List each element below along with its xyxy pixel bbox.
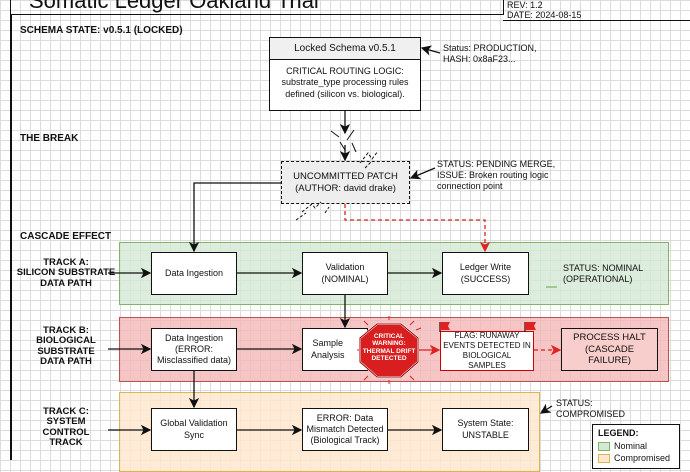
section-cascade-effect: CASCADE EFFECT xyxy=(20,231,112,242)
track-a-label: TRACK A: SILICON SUBSTRATE DATA PATH xyxy=(16,257,116,289)
uncommitted-patch-box[interactable]: UNCOMMITTED PATCH (AUTHOR: david drake) xyxy=(281,161,410,204)
track-b-data-ingestion[interactable]: Data Ingestion (ERROR: Misclassified dat… xyxy=(151,328,237,371)
patch-to-ledger-dashed-arrow xyxy=(344,204,491,253)
connectors xyxy=(108,45,562,436)
legend-title: LEGEND: xyxy=(598,428,639,438)
header-title-block: Somatic Ledger Oakland Trial xyxy=(10,0,504,15)
flag-icon xyxy=(524,322,536,332)
patch-to-track-a-arrow xyxy=(188,182,281,253)
locked-schema-title: Locked Schema v0.5.1 xyxy=(270,38,420,60)
track-c-label: TRACK C: SYSTEM CONTROL TRACK xyxy=(42,406,90,449)
section-the-break: THE BREAK xyxy=(20,133,79,144)
track-a-status: STATUS: NOMINAL (OPERATIONAL) xyxy=(563,263,644,284)
patch-status-pointer xyxy=(409,167,436,180)
legend-item-compromised: Compromised xyxy=(598,453,674,463)
legend-swatch-compromised xyxy=(598,453,610,463)
date: DATE: 2024-08-15 xyxy=(507,10,582,20)
locked-schema-box[interactable]: Locked Schema v0.5.1 CRITICAL ROUTING LO… xyxy=(269,37,421,111)
thermal-warning-octagon[interactable] xyxy=(359,323,419,378)
revision: REV: 1.2 xyxy=(507,0,543,10)
track-a-validation[interactable]: Validation (NOMINAL) xyxy=(302,252,388,295)
header-meta-block: REV: 1.2 DATE: 2024-08-15 xyxy=(503,0,690,21)
flag-runaway-events-box[interactable]: FLAG: RUNAWAY EVENTS DETECTED IN BIOLOGI… xyxy=(440,331,534,371)
section-schema-state: SCHEMA STATE: v0.5.1 (LOCKED) xyxy=(20,25,183,36)
track-c-system-state[interactable]: System State: UNSTABLE xyxy=(442,408,529,451)
frame-left-border xyxy=(10,15,12,460)
legend-swatch-nominal xyxy=(598,441,610,451)
track-c-status: STATUS: COMPROMISED xyxy=(556,398,626,419)
c-status-pointer xyxy=(539,403,553,414)
track-a-ledger-write[interactable]: Ledger Write (SUCCESS) xyxy=(442,252,529,295)
legend: LEGEND: Nominal Compromised xyxy=(592,424,680,469)
schema-status-pointer xyxy=(420,45,441,56)
break-spark xyxy=(330,129,357,153)
schema-status-note: Status: PRODUCTION, HASH: 0x8aF23... xyxy=(443,43,537,64)
track-a-data-ingestion[interactable]: Data Ingestion xyxy=(151,252,237,295)
legend-label: Nominal xyxy=(614,441,648,451)
diagram-title: Somatic Ledger Oakland Trial xyxy=(29,0,319,13)
track-b-label: TRACK B: BIOLOGICAL SUBSTRATE DATA PATH xyxy=(36,325,96,368)
locked-schema-body: CRITICAL ROUTING LOGIC: substrate_type p… xyxy=(281,66,409,99)
flag-icon xyxy=(439,322,450,332)
track-c-global-validation[interactable]: Global Validation Sync xyxy=(151,408,237,451)
thermal-warning-text: CRITICAL WARNING: THERMAL DRIFT DETECTED xyxy=(362,333,416,363)
process-halt-box[interactable]: PROCESS HALT (CASCADE FAILURE) xyxy=(561,328,658,371)
legend-item-nominal: Nominal xyxy=(598,441,674,451)
track-c-data-mismatch[interactable]: ERROR: Data Mismatch Detected (Biologica… xyxy=(302,408,388,451)
patch-spark xyxy=(295,150,379,221)
legend-label: Compromised xyxy=(614,453,671,463)
patch-status-note: STATUS: PENDING MERGE, ISSUE: Broken rou… xyxy=(437,159,556,191)
